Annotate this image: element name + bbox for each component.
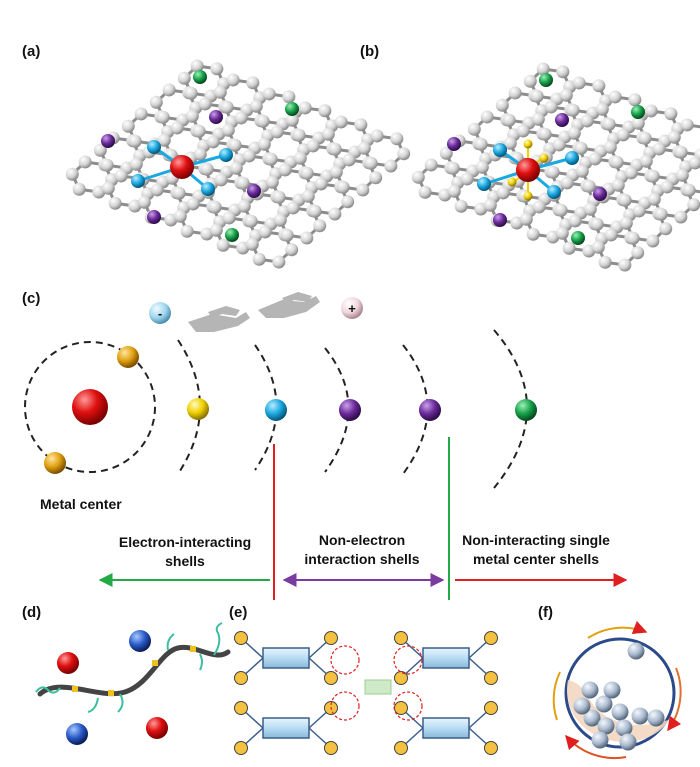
orbiting-atom-bottom [44,452,66,474]
panel-label-f: (f) [538,604,553,621]
lattice-b [411,62,700,272]
blue-ion-1 [129,630,151,652]
panel-label-b: (b) [360,43,379,60]
electron-interacting-label-line2: shells [165,553,205,569]
non-electron-label-line2: interaction shells [304,551,419,567]
cation-icon [341,297,363,319]
blue-ion-2 [66,723,88,745]
nitrogen-shell-atom [265,399,287,421]
minus-sign: - [158,306,162,321]
second-shell-atom-1 [339,399,361,421]
panel-label-d: (d) [22,604,41,621]
metal-center-atom [72,389,108,425]
red-ion-2 [146,717,168,739]
shell-arc-4 [402,344,429,475]
third-shell-atom [515,399,537,421]
second-shell-atom-2 [419,399,441,421]
shell-arc-1 [177,339,201,475]
electron-interacting-label-line1: Electron-interacting [119,534,251,550]
non-electron-label-line1: Non-electron [319,532,405,548]
metal-center-label: Metal center [40,496,122,512]
non-interacting-label-line2: metal center shells [473,551,599,567]
molecular-cage-illustration [234,631,498,755]
handshake-icon [188,292,320,332]
first-shell-atom [187,398,209,420]
panel-label-a: (a) [22,43,40,60]
polymer-chain-illustration [35,622,231,713]
non-interacting-label-line1: Non-interacting single [462,532,610,548]
plus-sign: + [348,301,356,316]
metal-shell-ring [24,341,156,473]
orbiting-atom-top [117,346,139,368]
panel-label-c: (c) [22,290,40,307]
red-ion-1 [57,652,79,674]
lattice-a [65,59,411,269]
anion-icon [149,302,171,324]
nanoparticle-container-illustration [552,620,682,760]
panel-label-e: (e) [229,604,247,621]
